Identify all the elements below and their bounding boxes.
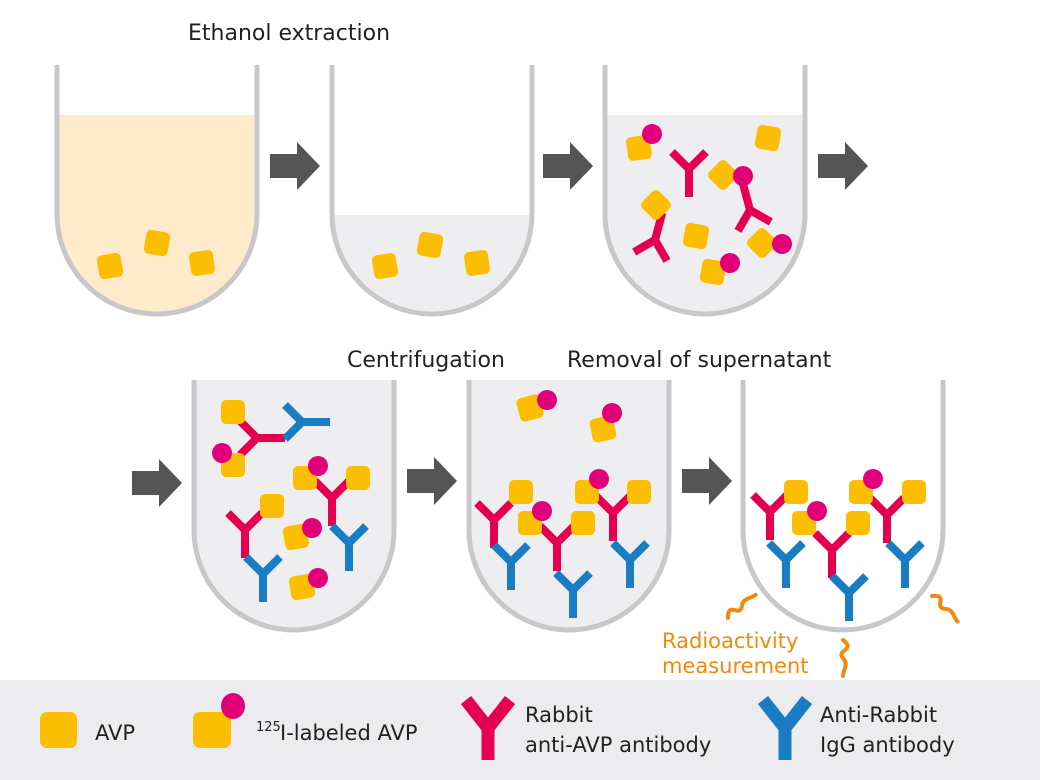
tube-3 — [602, 65, 808, 317]
legend-rabbit-line1: Rabbit — [525, 703, 593, 727]
radiation-wave-icon — [931, 593, 961, 623]
avp-icon — [40, 712, 77, 748]
tube-2 — [329, 65, 535, 317]
step-label-ethanol-extraction: Ethanol extraction — [188, 21, 390, 46]
arrow-icon — [818, 142, 868, 190]
tube-5 — [466, 380, 672, 633]
radiation-wave-icon — [839, 638, 850, 678]
step-label-centrifugation: Centrifugation — [347, 348, 505, 373]
radiation-wave-icon — [723, 589, 759, 622]
legend-anti-rabbit-line2: IgG antibody — [820, 733, 955, 757]
tube-4 — [191, 380, 397, 633]
step-label-removal: Removal of supernatant — [567, 348, 832, 373]
legend-rabbit-line2: anti-AVP antibody — [525, 733, 711, 757]
arrow-icon — [270, 142, 320, 190]
measurement-label-line2: measurement — [662, 654, 809, 678]
anti-rabbit-antibody-icon — [757, 695, 813, 760]
legend-labeled-avp: I-labeled AVP — [280, 721, 418, 745]
arrow-icon — [682, 457, 732, 505]
tube-6 — [740, 380, 946, 633]
legend-labeled-superscript: 125 — [256, 720, 281, 735]
arrow-icon — [132, 459, 182, 507]
arrow-icon — [407, 457, 457, 505]
legend-avp: AVP — [95, 721, 135, 745]
rabbit-antibody-icon — [460, 695, 516, 760]
tube-1 — [54, 65, 260, 317]
measurement-label-line1: Radioactivity — [662, 629, 798, 653]
legend-anti-rabbit-line1: Anti-Rabbit — [820, 703, 937, 727]
legend: AVP 125 I-labeled AVP Rabbit anti-AVP an… — [0, 680, 1040, 780]
arrow-icon — [543, 142, 593, 190]
labeled-avp-icon — [193, 693, 245, 748]
